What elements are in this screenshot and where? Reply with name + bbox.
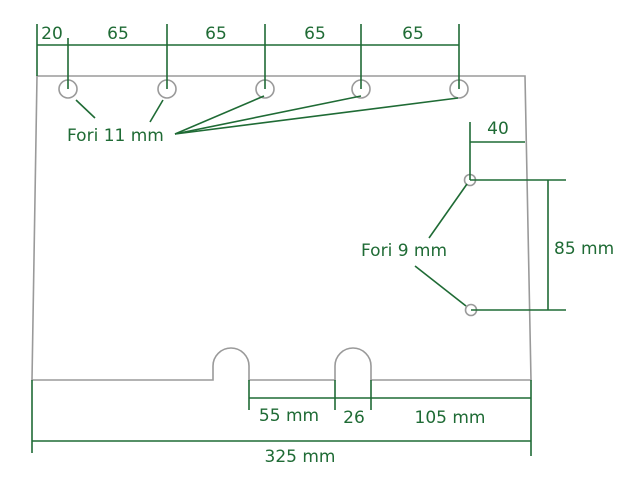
dim-55mm: 55 mm xyxy=(259,406,319,426)
dim-65: 65 xyxy=(107,24,129,44)
dim-105mm: 105 mm xyxy=(415,408,486,428)
dim-65: 65 xyxy=(304,24,326,44)
card-outline xyxy=(31,75,532,381)
dim-85mm: 85 mm xyxy=(554,239,614,259)
bottom-dimension-lines xyxy=(31,380,532,456)
top-dimension-lines xyxy=(36,24,460,89)
right-dimension-lines xyxy=(469,122,566,311)
dim-26: 26 xyxy=(343,408,365,428)
leader-lines-11mm xyxy=(75,95,459,135)
dim-65: 65 xyxy=(205,24,227,44)
dim-40: 40 xyxy=(487,119,509,139)
dim-325mm: 325 mm xyxy=(265,447,336,467)
label-holes-11mm: Fori 11 mm xyxy=(67,126,164,146)
dim-20: 20 xyxy=(41,24,63,44)
dim-65: 65 xyxy=(402,24,424,44)
leader-lines-9mm xyxy=(414,183,468,307)
label-holes-9mm: Fori 9 mm xyxy=(361,241,447,261)
